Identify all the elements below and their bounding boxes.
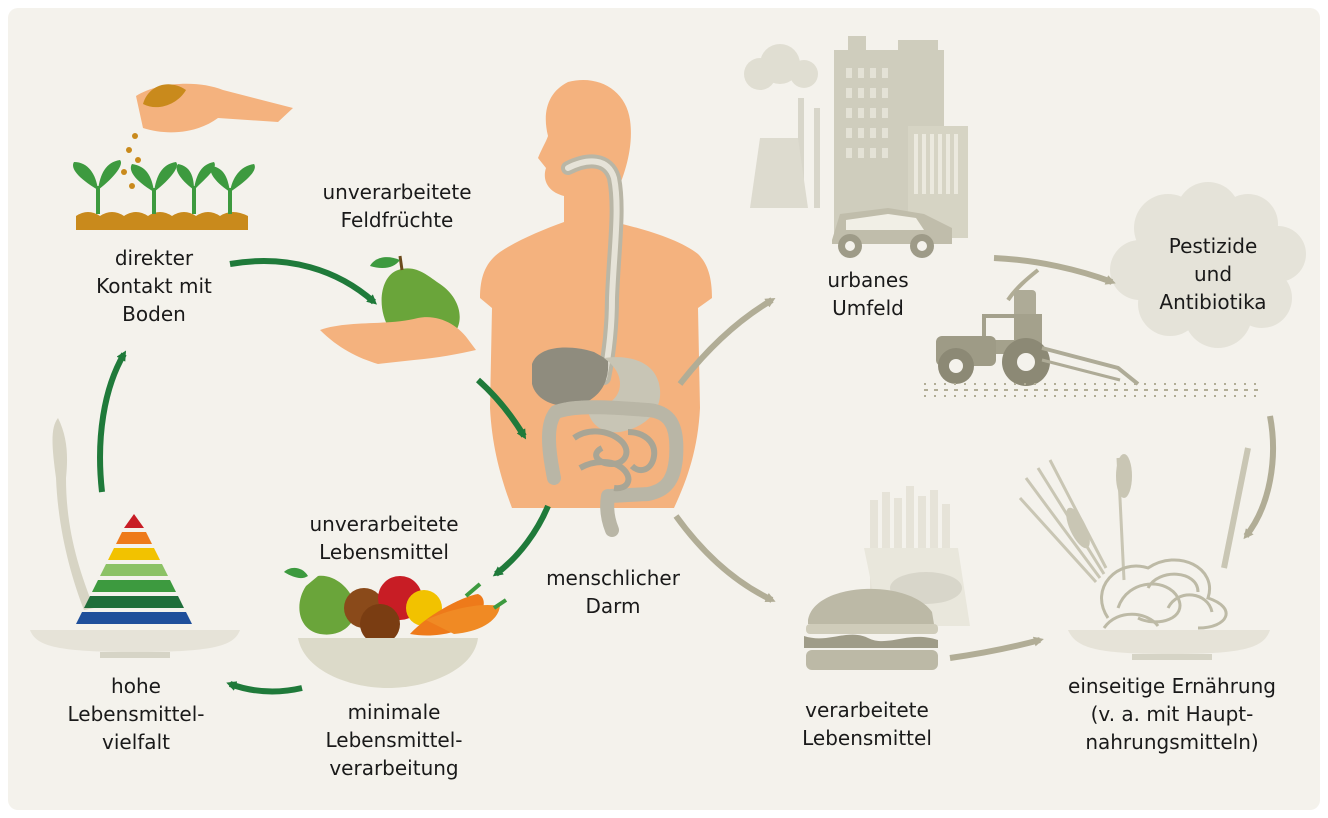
green-arrow-processing-to-diversity (230, 684, 302, 691)
label-gut: menschlicher Darm (518, 564, 708, 620)
seedling-icon (73, 84, 293, 230)
label-unprocessed-food: unverarbeitete Lebensmittel (284, 510, 484, 566)
burger-fries-icon (804, 486, 970, 670)
label-minimal-processing: minimale Lebensmittel- verarbeitung (294, 698, 494, 782)
pasta-wheat-icon (1020, 448, 1270, 660)
label-pesticides: Pestizide und Antibiotika (1128, 232, 1298, 316)
label-one-sided-diet: einseitige Ernährung (v. a. mit Haupt- n… (1038, 672, 1306, 756)
green-arrow-soil-to-crops (230, 261, 374, 302)
label-food-diversity: hohe Lebensmittel- vielfalt (46, 672, 226, 756)
diagram-frame: direkter Kontakt mit Boden unverarbeitet… (8, 8, 1320, 810)
green-arrow-diversity-to-soil (100, 354, 124, 492)
label-processed-food: verarbeitete Lebensmittel (772, 696, 962, 752)
city-icon (744, 36, 968, 258)
label-field-crops: unverarbeitete Feldfrüchte (302, 178, 492, 234)
grey-arrow-urban-to-pesticides (994, 258, 1112, 282)
hand-pear-icon (320, 256, 476, 364)
label-urban: urbanes Umfeld (798, 266, 938, 322)
grey-arrow-processed-to-diet (950, 640, 1040, 658)
grey-arrow-pesticides-to-diet (1246, 416, 1273, 536)
label-soil-contact: direkter Kontakt mit Boden (64, 244, 244, 328)
food-pyramid-icon (30, 418, 240, 658)
fruit-bowl-icon (284, 568, 506, 688)
